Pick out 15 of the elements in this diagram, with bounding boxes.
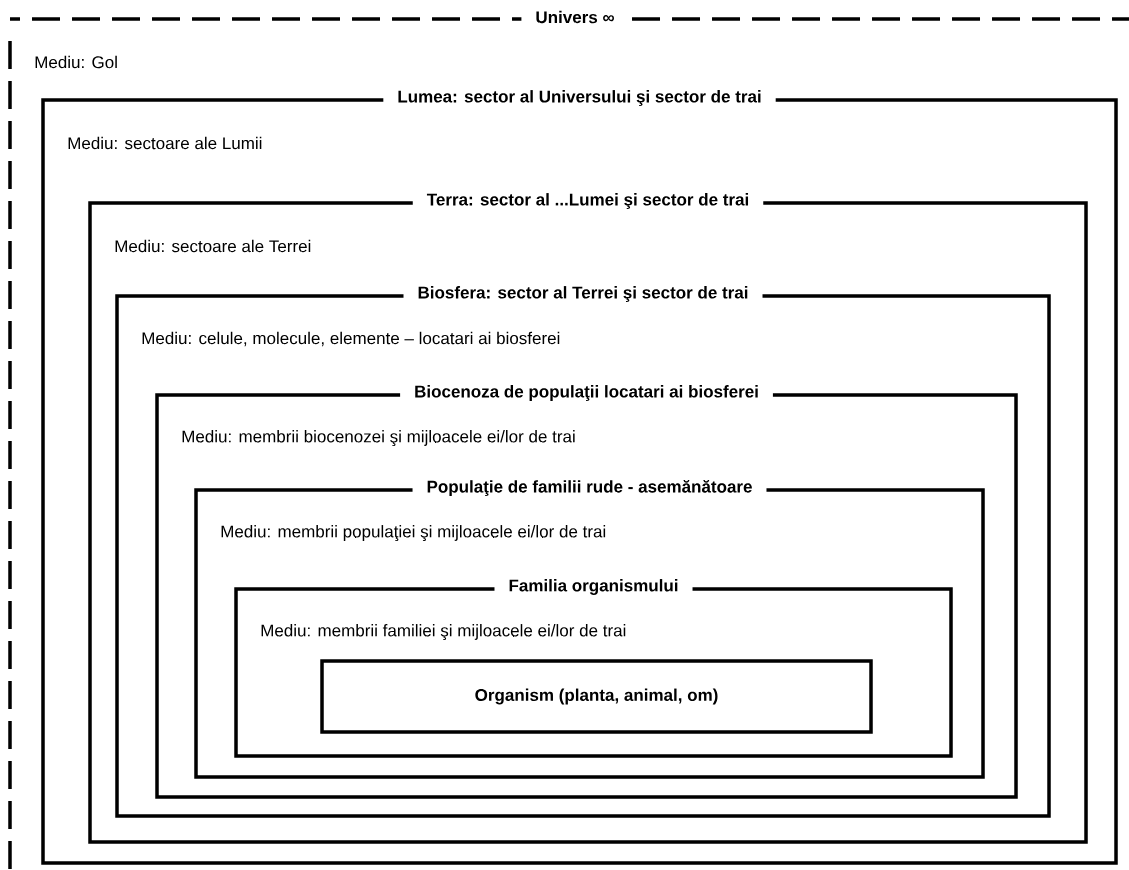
environment-text: Mediu: membrii populaţiei şi mijloacele ei/lor de trai (221, 525, 606, 541)
box-title: Biosfera: sector al Terrei şi sector de trai (403, 284, 763, 304)
box-title: Univers ∞ (521, 8, 629, 26)
environment-text: Mediu: celule, molecule, elemente – locatari ai biosferei (142, 331, 560, 347)
environment-text: Mediu: membrii familiei şi mijloacele ei/lor de trai (261, 624, 626, 640)
box-title: Familia organismului (494, 577, 693, 597)
environment-text: Mediu: Gol (35, 55, 117, 69)
environment-text: Mediu: membrii biocenozei şi mijloacele ei/lor de trai (182, 430, 575, 446)
box-title: Organism (planta, animal, om) (475, 688, 718, 705)
box-title: Biocenoza de populaţii locatari ai biosferei (400, 383, 773, 403)
box-title: Terra: sector al ...Lumei şi sector de trai (412, 191, 764, 211)
box-title: Populaţie de familii rude - asemănătoare (412, 478, 767, 498)
box-title: Lumea: sector al Universului şi sector de trai (383, 88, 776, 108)
environment-text: Mediu: sectoare ale Lumii (68, 136, 262, 150)
environment-text: Mediu: sectoare ale Terrei (115, 239, 311, 253)
